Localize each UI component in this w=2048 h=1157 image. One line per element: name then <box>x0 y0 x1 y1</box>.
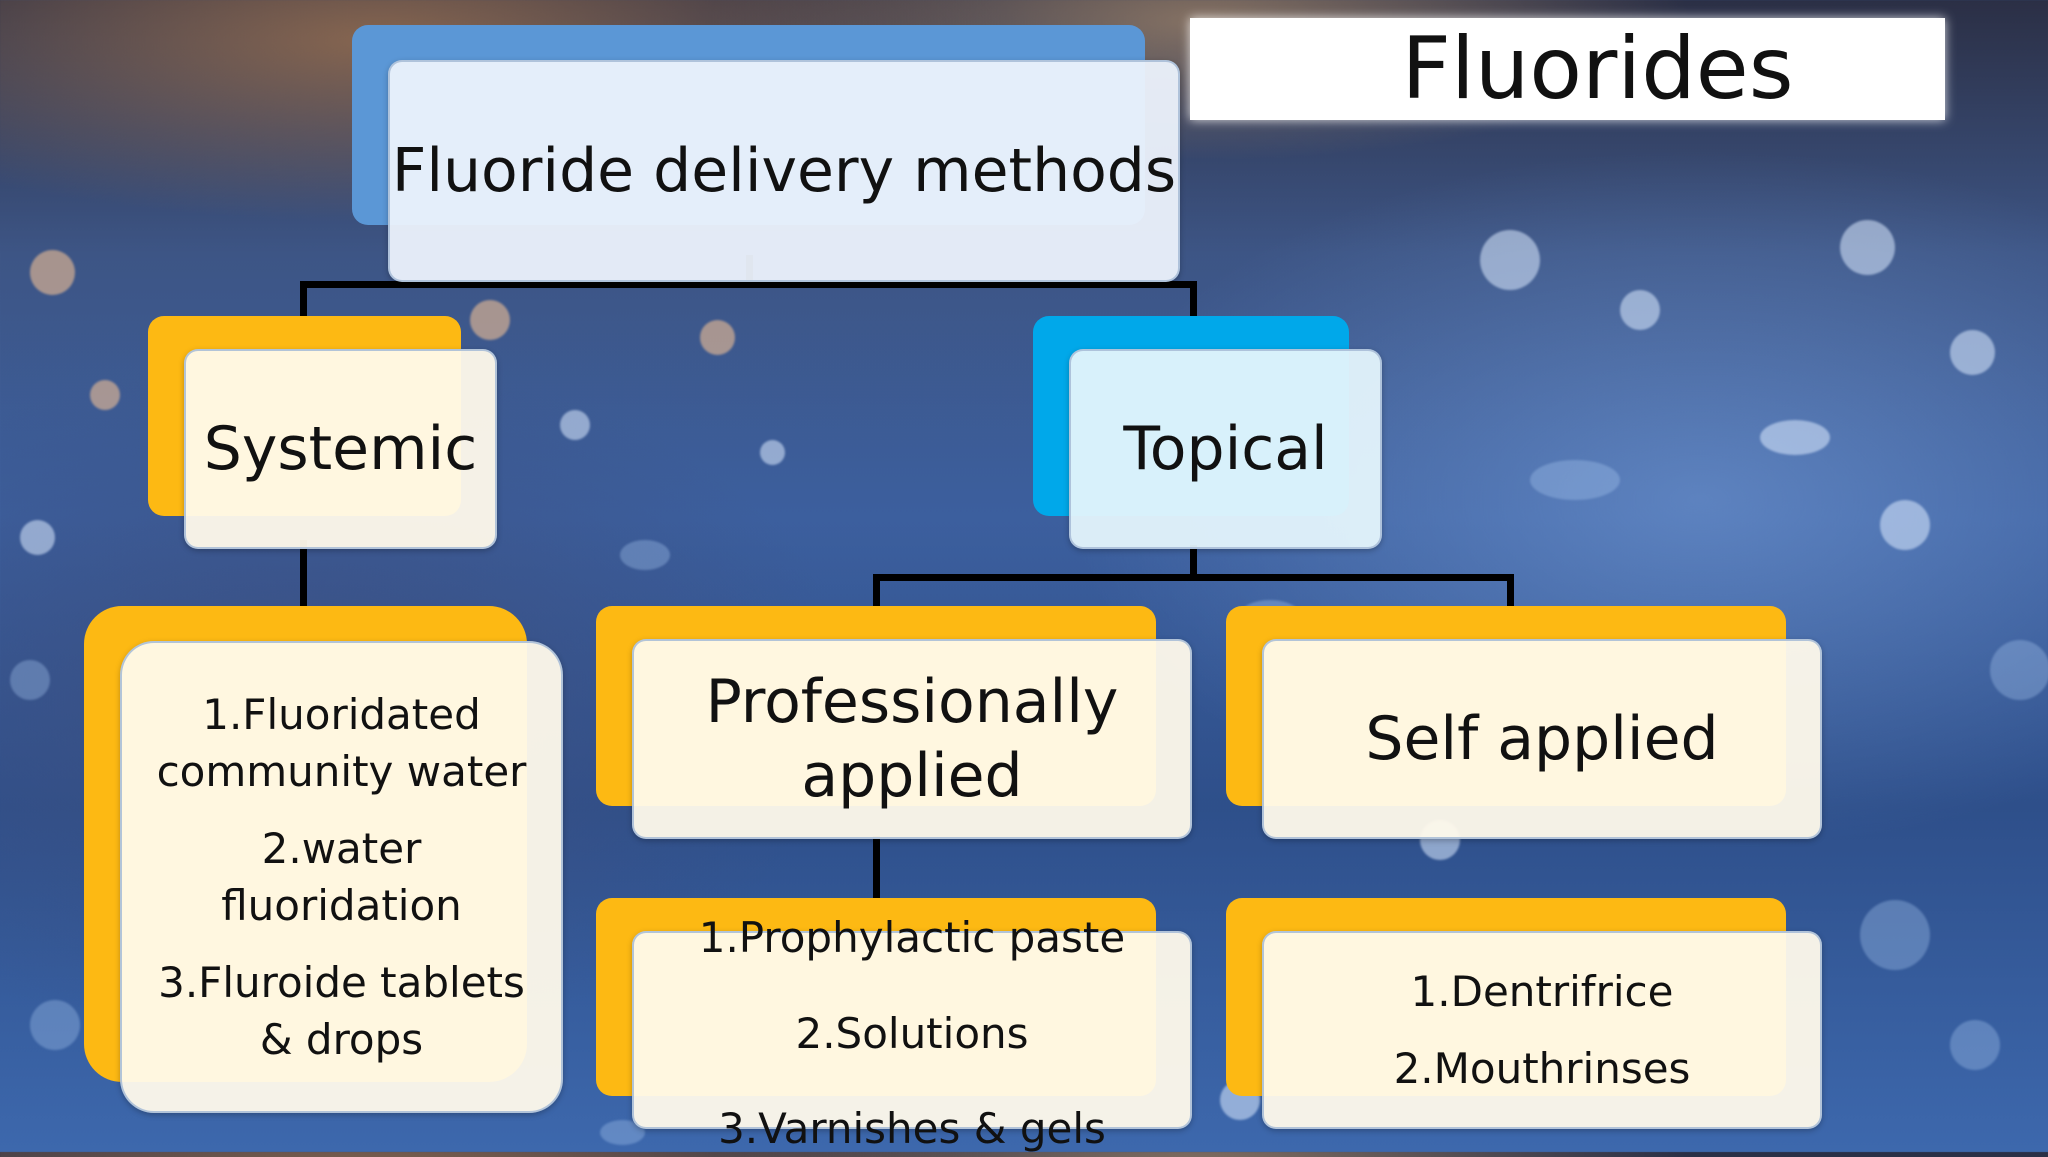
systemic-items-box: 1.Fluoridated community water 2.water fl… <box>120 641 563 1113</box>
self-item-2: 2.Mouthrinses <box>1393 1044 1691 1093</box>
self-item-1: 1.Dentrifrice <box>1410 967 1674 1016</box>
slide-title: Fluorides <box>1401 19 1794 119</box>
self-node-box: Self applied <box>1262 639 1822 839</box>
topical-node-box: Topical <box>1069 349 1382 549</box>
root-node-box: Fluoride delivery methods <box>388 60 1180 282</box>
professional-item-1: 1.Prophylactic paste <box>698 913 1126 962</box>
connector-professional-drop <box>873 574 880 610</box>
systemic-item-3: 3.Fluroide tablets & drops <box>158 958 525 1064</box>
connector-topical-horizontal <box>873 574 1514 581</box>
systemic-item-2: 2.water fluoridation <box>221 824 462 930</box>
professional-item-2: 2.Solutions <box>795 1008 1029 1058</box>
connector-topical-stem <box>1190 545 1197 579</box>
connector-topical-drop <box>1190 281 1197 321</box>
professional-node-label: Professionally applied <box>705 667 1119 811</box>
systemic-item-1: 1.Fluoridated community water <box>156 690 527 796</box>
connector-self-drop <box>1507 574 1514 610</box>
systemic-node-box: Systemic <box>184 349 497 549</box>
topical-node-label: Topical <box>1123 414 1328 484</box>
connector-systemic-drop <box>300 281 307 321</box>
self-node-label: Self applied <box>1365 704 1719 774</box>
professional-items-box: 1.Prophylactic paste 2.Solutions 3.Varni… <box>632 913 1192 1153</box>
connector-root-horizontal <box>300 281 1197 288</box>
systemic-node-label: Systemic <box>203 414 478 484</box>
root-node-label: Fluoride delivery methods <box>391 136 1177 206</box>
slide-title-box: Fluorides <box>1190 18 1945 120</box>
professional-item-3: 3.Varnishes & gels <box>718 1104 1106 1153</box>
connector-professional-stem <box>873 836 880 898</box>
connector-systemic-stem <box>300 540 307 610</box>
self-items-box: 1.Dentrifrice 2.Mouthrinses <box>1262 931 1822 1129</box>
professional-node-box: Professionally applied <box>632 639 1192 839</box>
